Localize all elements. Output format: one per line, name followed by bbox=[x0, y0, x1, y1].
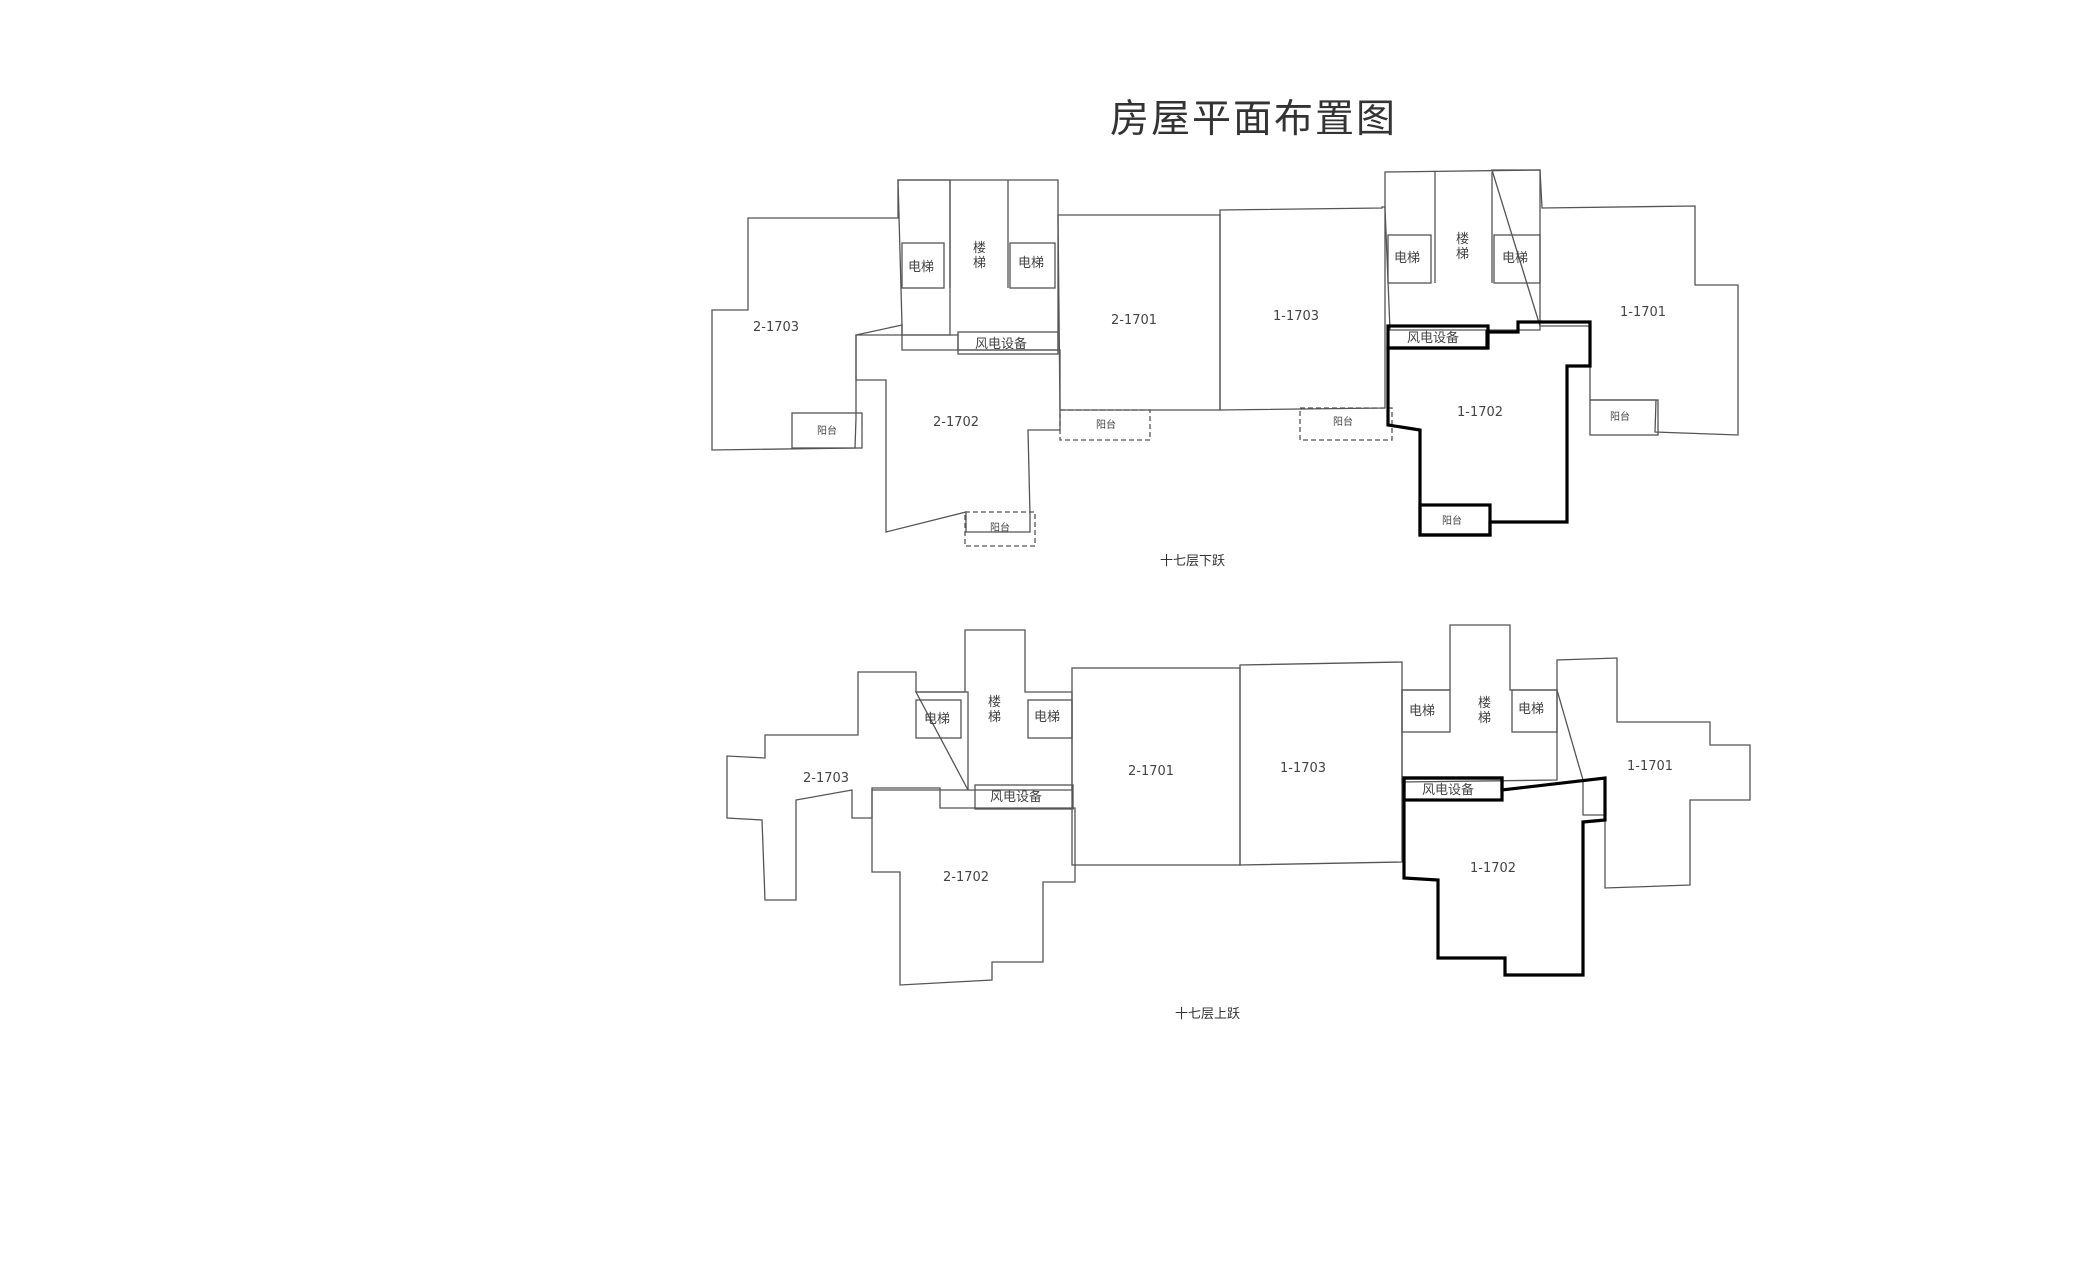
room-outline-lower-2-1703 bbox=[711, 179, 951, 451]
balcony-label-lower-2: 阳台 bbox=[1096, 418, 1116, 431]
equipment-box-upper-left bbox=[974, 784, 1074, 810]
balcony-box-lower-4 bbox=[1589, 399, 1659, 436]
room-outline-upper-2-1703 bbox=[726, 671, 969, 901]
equipment-label-upper-left: 风电设备 bbox=[990, 789, 1042, 805]
unit-label-lower-1-1701: 1-1701 bbox=[1620, 305, 1666, 320]
elevator-label-lower-left-a: 电梯 bbox=[908, 260, 934, 275]
unit-label-upper-2-1703: 2-1703 bbox=[803, 771, 849, 786]
balcony-box-lower-2 bbox=[1059, 409, 1151, 441]
page-title: 房屋平面布置图 bbox=[1110, 97, 1398, 142]
unit-label-upper-2-1701: 2-1701 bbox=[1128, 764, 1174, 779]
elevator-box-upper-right-a bbox=[1401, 689, 1451, 733]
lower-floor-plan bbox=[711, 169, 1739, 547]
core-outline-upper-right bbox=[1401, 624, 1558, 783]
elevator-label-lower-left-b: 电梯 bbox=[1018, 256, 1044, 271]
elevator-label-upper-right-a: 电梯 bbox=[1409, 704, 1435, 719]
upper-floor-plan bbox=[726, 624, 1751, 986]
stairs-char: 梯 bbox=[988, 710, 1001, 725]
elevator-box-upper-right-b bbox=[1511, 689, 1558, 733]
stairs-char: 楼 bbox=[1456, 232, 1469, 247]
room-outline-lower-1-1702-highlight bbox=[1386, 320, 1592, 537]
equipment-label-lower-left: 风电设备 bbox=[975, 336, 1027, 352]
balcony-box-lower-3 bbox=[1299, 407, 1393, 441]
elevator-box-lower-right-a bbox=[1387, 234, 1432, 284]
room-outline-upper-1-1701 bbox=[1556, 657, 1751, 889]
unit-label-lower-2-1702: 2-1702 bbox=[933, 415, 979, 430]
caption-lower-floor: 十七层下跃 bbox=[1160, 554, 1225, 569]
room-outline-upper-1-1702-highlight bbox=[1402, 776, 1607, 977]
unit-label-lower-2-1701: 2-1701 bbox=[1111, 313, 1157, 328]
unit-label-lower-2-1703: 2-1703 bbox=[753, 320, 799, 335]
elevator-label-upper-left-a: 电梯 bbox=[924, 712, 950, 727]
caption-upper-floor: 十七层上跃 bbox=[1175, 1007, 1240, 1022]
balcony-label-lower-3: 阳台 bbox=[1333, 415, 1353, 428]
stairs-label-upper-left: 楼梯 bbox=[988, 695, 1001, 725]
equipment-box-lower-right bbox=[1386, 324, 1490, 350]
room-outline-upper-1-1703 bbox=[1239, 661, 1403, 866]
room-outline-lower-2-1702 bbox=[855, 334, 1061, 533]
unit-label-lower-1-1703: 1-1703 bbox=[1273, 309, 1319, 324]
room-outline-lower-1-1701 bbox=[1491, 169, 1739, 436]
balcony-box-lower-1 bbox=[791, 412, 863, 449]
stairs-label-upper-right: 楼梯 bbox=[1478, 696, 1491, 726]
elevator-box-lower-left-b bbox=[1009, 242, 1056, 289]
equipment-box-upper-right bbox=[1402, 776, 1504, 802]
stairs-label-lower-left: 楼梯 bbox=[973, 241, 986, 271]
stairs-char: 楼 bbox=[988, 695, 1001, 710]
elevator-box-upper-left-a bbox=[915, 699, 962, 739]
unit-label-lower-1-1702: 1-1702 bbox=[1457, 405, 1503, 420]
elevator-label-upper-right-b: 电梯 bbox=[1518, 702, 1544, 717]
stairs-label-lower-right: 楼梯 bbox=[1456, 232, 1469, 262]
balcony-label-lower-1: 阳台 bbox=[817, 424, 837, 437]
balcony-label-lower-6: 阳台 bbox=[1442, 514, 1462, 527]
unit-label-upper-1-1702: 1-1702 bbox=[1470, 861, 1516, 876]
balcony-label-lower-4: 阳台 bbox=[1610, 410, 1630, 423]
stairs-char: 梯 bbox=[1456, 247, 1469, 262]
elevator-box-lower-right-b bbox=[1493, 234, 1541, 284]
equipment-label-lower-right: 风电设备 bbox=[1407, 330, 1459, 346]
unit-label-upper-1-1701: 1-1701 bbox=[1627, 759, 1673, 774]
stairs-char: 梯 bbox=[1478, 711, 1491, 726]
stairs-char: 楼 bbox=[973, 241, 986, 256]
room-outline-upper-2-1702 bbox=[871, 787, 1076, 986]
stairs-char: 楼 bbox=[1478, 696, 1491, 711]
elevator-label-upper-left-b: 电梯 bbox=[1034, 710, 1060, 725]
core-outline-upper-left bbox=[914, 629, 1073, 791]
balcony-label-lower-5: 阳台 bbox=[990, 521, 1010, 534]
balcony-box-lower-5 bbox=[964, 511, 1036, 547]
unit-label-upper-2-1702: 2-1702 bbox=[943, 870, 989, 885]
elevator-label-lower-right-a: 电梯 bbox=[1394, 251, 1420, 266]
elevator-label-lower-right-b: 电梯 bbox=[1502, 251, 1528, 266]
balcony-box-lower-6 bbox=[1418, 503, 1492, 537]
equipment-label-upper-right: 风电设备 bbox=[1422, 782, 1474, 798]
unit-label-upper-1-1703: 1-1703 bbox=[1280, 761, 1326, 776]
stairs-char: 梯 bbox=[973, 256, 986, 271]
elevator-box-lower-left-a bbox=[901, 242, 945, 289]
